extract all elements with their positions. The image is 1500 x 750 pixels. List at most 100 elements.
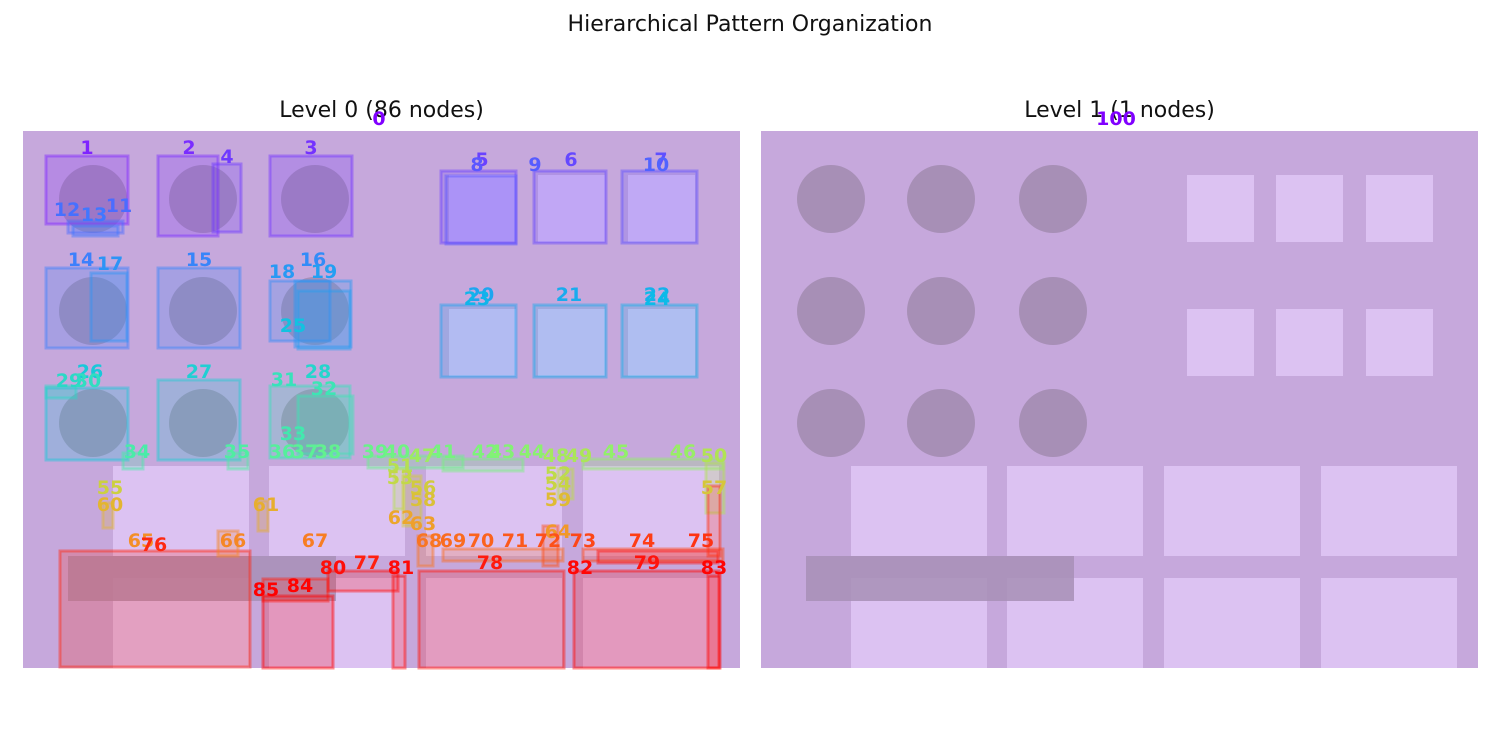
node-label-79: 79 [634, 552, 660, 574]
node-box-4 [211, 162, 243, 234]
node-label-3: 3 [304, 137, 317, 159]
pattern-block [113, 466, 249, 556]
pattern-dot [1019, 165, 1087, 233]
pattern-dot [907, 277, 975, 345]
pattern-block [426, 466, 562, 556]
pattern-block [583, 466, 719, 556]
level-1-panel: 100 [761, 108, 1478, 668]
node-label-36: 36 [269, 441, 295, 463]
pattern-dot [59, 277, 127, 345]
node-label-6: 6 [564, 149, 577, 171]
node-box-11 [66, 219, 125, 235]
pattern-bar [68, 556, 336, 601]
node-box-27 [156, 378, 242, 462]
node-label-41: 41 [430, 441, 456, 463]
node-box-83 [706, 574, 722, 670]
node-label-17: 17 [97, 253, 123, 275]
node-box-35 [226, 451, 250, 471]
pattern-dot [169, 165, 237, 233]
node-label-46: 46 [670, 441, 696, 463]
pattern-block [851, 466, 987, 556]
node-label-68: 68 [416, 530, 442, 552]
node-label-15: 15 [186, 249, 212, 271]
node-box-15 [156, 266, 242, 350]
pattern-block [426, 578, 562, 668]
node-label-0: 0 [372, 108, 385, 130]
node-label-1: 1 [80, 137, 93, 159]
node-label-18: 18 [269, 261, 295, 283]
pattern-square [1276, 175, 1343, 242]
node-label-75: 75 [688, 530, 714, 552]
node-label-43: 43 [489, 441, 515, 463]
pattern-square [1187, 309, 1254, 376]
panel-title-level-0: Level 0 (86 nodes) [279, 98, 484, 123]
node-box-18 [293, 279, 353, 349]
pattern-dot [281, 165, 349, 233]
node-label-35: 35 [224, 441, 250, 463]
node-box-3 [268, 154, 354, 238]
node-label-57: 57 [701, 477, 727, 499]
node-label-65: 65 [128, 530, 154, 552]
node-box-14 [44, 266, 130, 350]
node-label-10: 10 [643, 154, 669, 176]
panel-title-level-1: Level 1 (1 nodes) [1024, 98, 1215, 123]
node-label-80: 80 [320, 557, 346, 579]
node-label-56: 56 [410, 477, 436, 499]
node-label-23: 23 [464, 288, 490, 310]
pattern-block [1164, 466, 1300, 556]
node-label-52: 52 [545, 463, 571, 485]
node-label-42: 42 [472, 441, 498, 463]
node-box-79 [596, 549, 720, 565]
node-label-53: 53 [387, 467, 413, 489]
pattern-dot [281, 389, 349, 457]
node-label-45: 45 [603, 441, 629, 463]
pattern-dot [1019, 389, 1087, 457]
node-label-60: 60 [97, 494, 123, 516]
node-label-2: 2 [182, 137, 195, 159]
pattern-dot [169, 389, 237, 457]
node-label-19: 19 [311, 261, 337, 283]
node-box-26 [44, 386, 130, 462]
pattern-dot [907, 389, 975, 457]
node-label-78: 78 [477, 552, 503, 574]
node-label-33: 33 [280, 423, 306, 445]
node-label-67: 67 [302, 530, 328, 552]
pattern-dot [59, 165, 127, 233]
node-label-13: 13 [81, 204, 107, 226]
node-box-78 [417, 569, 566, 670]
node-label-58: 58 [410, 489, 436, 511]
node-box-61 [256, 499, 270, 533]
pattern-square [1366, 309, 1433, 376]
node-label-59: 59 [545, 489, 571, 511]
pattern-dot [797, 389, 865, 457]
node-label-44: 44 [519, 441, 545, 463]
pattern-dot [59, 389, 127, 457]
node-label-39: 39 [362, 441, 388, 463]
node-box-39 [366, 454, 465, 470]
pattern-dot [169, 277, 237, 345]
node-label-84: 84 [287, 575, 313, 597]
node-label-12: 12 [54, 199, 80, 221]
node-label-69: 69 [440, 530, 466, 552]
node-label-9: 9 [528, 154, 541, 176]
node-label-24: 24 [644, 288, 670, 310]
pattern-block [1164, 578, 1300, 668]
node-box-16 [268, 279, 332, 343]
pattern-bar [806, 556, 1074, 601]
node-label-34: 34 [124, 441, 150, 463]
node-label-26: 26 [77, 361, 103, 383]
pattern-square [1276, 309, 1343, 376]
pattern-square [538, 309, 605, 376]
node-box-81 [391, 574, 407, 670]
node-label-27: 27 [186, 361, 212, 383]
pattern-dot [1019, 277, 1087, 345]
node-label-31: 31 [271, 369, 297, 391]
node-box-45 [581, 457, 725, 471]
node-label-71: 71 [502, 530, 528, 552]
node-box-52 [556, 467, 575, 501]
node-label-81: 81 [388, 557, 414, 579]
node-box-76 [58, 549, 252, 669]
pattern-square [1366, 175, 1433, 242]
node-box-2 [156, 154, 220, 238]
node-label-48: 48 [543, 445, 569, 467]
